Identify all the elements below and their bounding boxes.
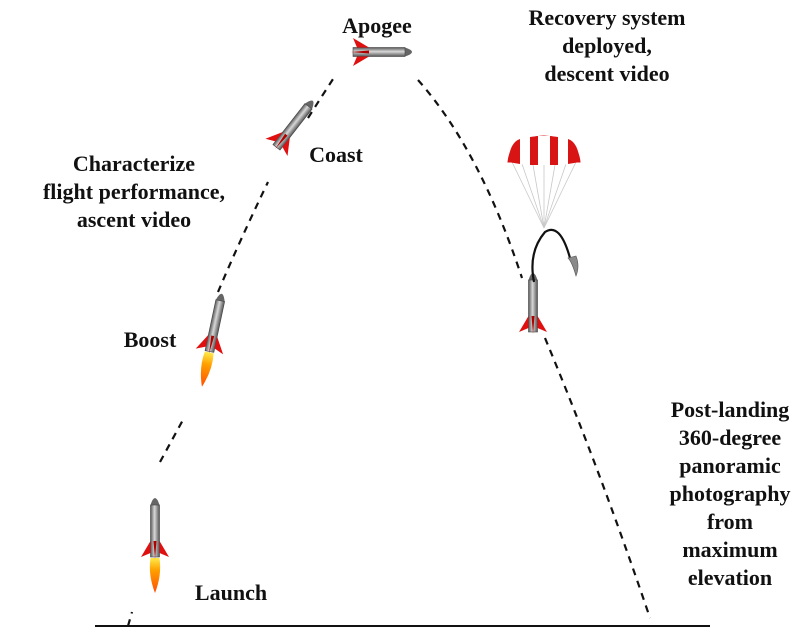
launch-label: Launch: [194, 580, 268, 605]
launch-rocket-icon: [140, 497, 170, 593]
descent-trajectory: [417, 79, 652, 619]
coast-label: Coast: [309, 142, 363, 167]
characterize-label: Characterize flight performance, ascent …: [42, 151, 226, 232]
ascent-trajectory: [126, 75, 336, 627]
parachute-icon: [507, 135, 581, 229]
nose-cone-icon: [567, 255, 579, 277]
recovery-label: Recovery system deployed, descent video: [528, 5, 686, 86]
boost-rocket-icon: [194, 290, 236, 388]
apogee-rocket-icon: [350, 37, 413, 67]
post-landing-label: Post-landing 360-degree panoramic photog…: [669, 397, 791, 590]
boost-label: Boost: [123, 327, 177, 352]
shock-cord: [531, 228, 572, 283]
apogee-label: Apogee: [342, 13, 412, 38]
